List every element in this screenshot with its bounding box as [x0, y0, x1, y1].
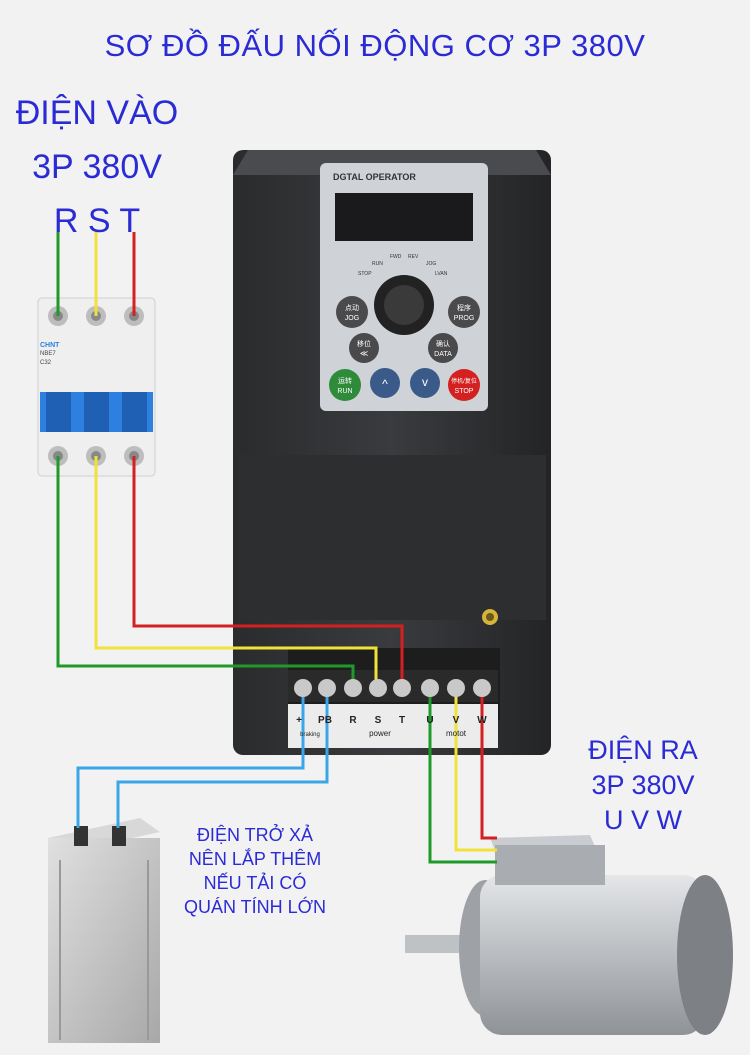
- input-spec: 3P 380V: [32, 148, 162, 186]
- svg-text:移位: 移位: [357, 339, 371, 348]
- wires-output: [428, 690, 497, 864]
- svg-text:STOP: STOP: [455, 388, 474, 395]
- output-spec: 3P 380V: [591, 770, 695, 800]
- svg-text:确认: 确认: [436, 339, 450, 348]
- svg-text:LVAN: LVAN: [435, 271, 448, 277]
- wires-braking: [76, 690, 329, 828]
- prog-key: [448, 296, 480, 328]
- motor-group-label: motot: [446, 729, 467, 738]
- terminal-block: [288, 670, 498, 748]
- breaker-brand: CHNT: [40, 342, 60, 349]
- breaker-rating: C32: [40, 360, 52, 366]
- output-heading: ĐIỆN RA: [588, 735, 698, 765]
- run-key: [329, 369, 361, 401]
- resistor-note: ĐIỆN TRỞ XẢ NÊN LẮP THÊM NẾU TẢI CÓ QUÁN…: [183, 825, 327, 917]
- svg-text:REV: REV: [408, 254, 419, 260]
- svg-text:运转: 运转: [338, 376, 352, 385]
- terminal-plus: +: [296, 715, 302, 726]
- stop-key: [448, 369, 480, 401]
- input-heading: ĐIỆN VÀO: [15, 94, 179, 132]
- terminal-u: U: [426, 715, 433, 726]
- terminal-s: S: [375, 715, 382, 726]
- terminal-pb: PB: [318, 715, 332, 726]
- svg-text:JOG: JOG: [426, 261, 436, 267]
- input-phases: R S T: [53, 202, 141, 240]
- shift-key: [349, 333, 379, 363]
- svg-text:RUN: RUN: [337, 388, 352, 395]
- data-key: [428, 333, 458, 363]
- svg-text:^: ^: [382, 377, 388, 391]
- wires-input: [56, 232, 404, 688]
- power-group-label: power: [369, 729, 391, 738]
- inverter: DGTAL OPERATOR 点动 JOG 程序 PROG 移位 ≪ 确认 DA…: [233, 150, 551, 755]
- terminal-labels: + PB R S T U V W braking power motot: [296, 715, 487, 738]
- svg-text:v: v: [422, 375, 428, 389]
- motor: [405, 835, 733, 1035]
- circuit-breaker: CHNT NBE7 C32: [37, 297, 156, 477]
- terminal-v: V: [453, 715, 460, 726]
- svg-text:≪: ≪: [360, 349, 368, 358]
- panel-title: DGTAL OPERATOR: [333, 172, 416, 182]
- svg-text:PROG: PROG: [454, 315, 475, 322]
- svg-text:FWD: FWD: [390, 254, 402, 260]
- terminal-screws: [294, 679, 491, 697]
- svg-text:停机/复位: 停机/复位: [451, 377, 477, 385]
- down-key: [410, 368, 440, 398]
- svg-text:程序: 程序: [457, 303, 471, 312]
- input-label: ĐIỆN VÀO 3P 380V R S T: [6, 86, 188, 248]
- terminal-t: T: [399, 715, 405, 726]
- svg-text:STOP: STOP: [358, 271, 372, 277]
- up-key: [370, 368, 400, 398]
- braking-group-label: braking: [300, 732, 320, 738]
- svg-text:点动: 点动: [345, 303, 359, 312]
- svg-text:DATA: DATA: [434, 351, 452, 358]
- terminal-r: R: [349, 715, 357, 726]
- output-label: ĐIỆN RA 3P 380V U V W: [568, 733, 718, 838]
- svg-text:JOG: JOG: [345, 315, 359, 322]
- svg-text:RUN: RUN: [372, 261, 383, 267]
- diagram-title: SƠ ĐỒ ĐẤU NỐI ĐỘNG CƠ 3P 380V: [104, 28, 646, 63]
- braking-resistor: [48, 818, 160, 1043]
- keypad-panel: DGTAL OPERATOR 点动 JOG 程序 PROG 移位 ≪ 确认 DA…: [320, 163, 488, 411]
- output-phases: U V W: [604, 805, 682, 835]
- terminal-w: W: [477, 715, 487, 726]
- breaker-model: NBE7: [40, 351, 56, 357]
- jog-key: [336, 296, 368, 328]
